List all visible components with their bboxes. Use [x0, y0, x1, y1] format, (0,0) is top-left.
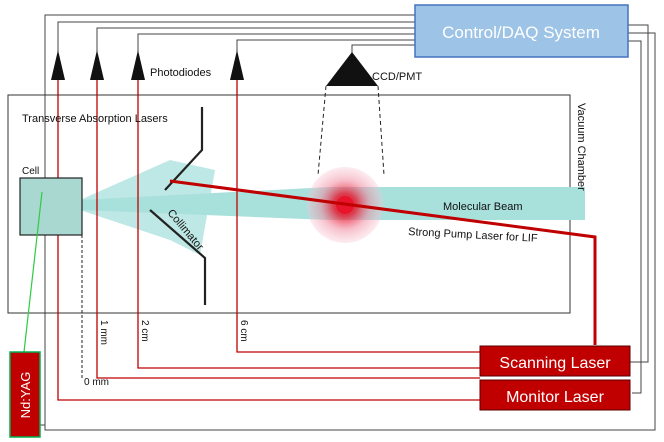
ccd-light-cone [317, 85, 385, 176]
detector-arrow-icon [230, 50, 244, 80]
detector-arrow-icon [51, 50, 65, 80]
transverse-lasers-label: Transverse Absorption Lasers [22, 113, 168, 125]
photodiodes-label: Photodiodes [150, 67, 212, 79]
photodiode-arrows [51, 50, 244, 80]
distance-label-6cm: 6 cm [238, 320, 249, 342]
monitor-laser-box [479, 379, 631, 411]
scanning-laser-box [479, 345, 631, 377]
pump-laser-label: Strong Pump Laser for LIF [408, 226, 538, 245]
control-daq-box [414, 4, 629, 58]
distance-label-2cm: 2 cm [139, 320, 150, 342]
vacuum-chamber-label: Vacuum Chamber [575, 103, 587, 191]
ccd-pmt-label: CCD/PMT [372, 71, 422, 83]
cell-label: Cell [22, 166, 39, 177]
monitor-laser-label: Monitor Laser [506, 389, 604, 406]
pump-laser-beam [169, 179, 597, 345]
ccd-detector-icon [326, 52, 378, 86]
ndyag-box [9, 351, 41, 438]
detector-arrow-icon [131, 50, 145, 80]
detector-arrow-icon [90, 50, 104, 80]
absorption-laser-lines [57, 80, 480, 401]
molecular-beam-label: Molecular Beam [443, 201, 522, 213]
ndyag-label: Nd:YAG [18, 372, 33, 419]
distance-label-0mm: 0 mm [84, 377, 109, 388]
collimator [149, 107, 207, 305]
distance-label-1mm: 1 mm [98, 320, 109, 345]
scanning-laser-label: Scanning Laser [499, 355, 611, 372]
ndyag-beam [23, 191, 43, 353]
control-daq-label: Control/DAQ System [442, 23, 600, 42]
cell [19, 177, 83, 236]
